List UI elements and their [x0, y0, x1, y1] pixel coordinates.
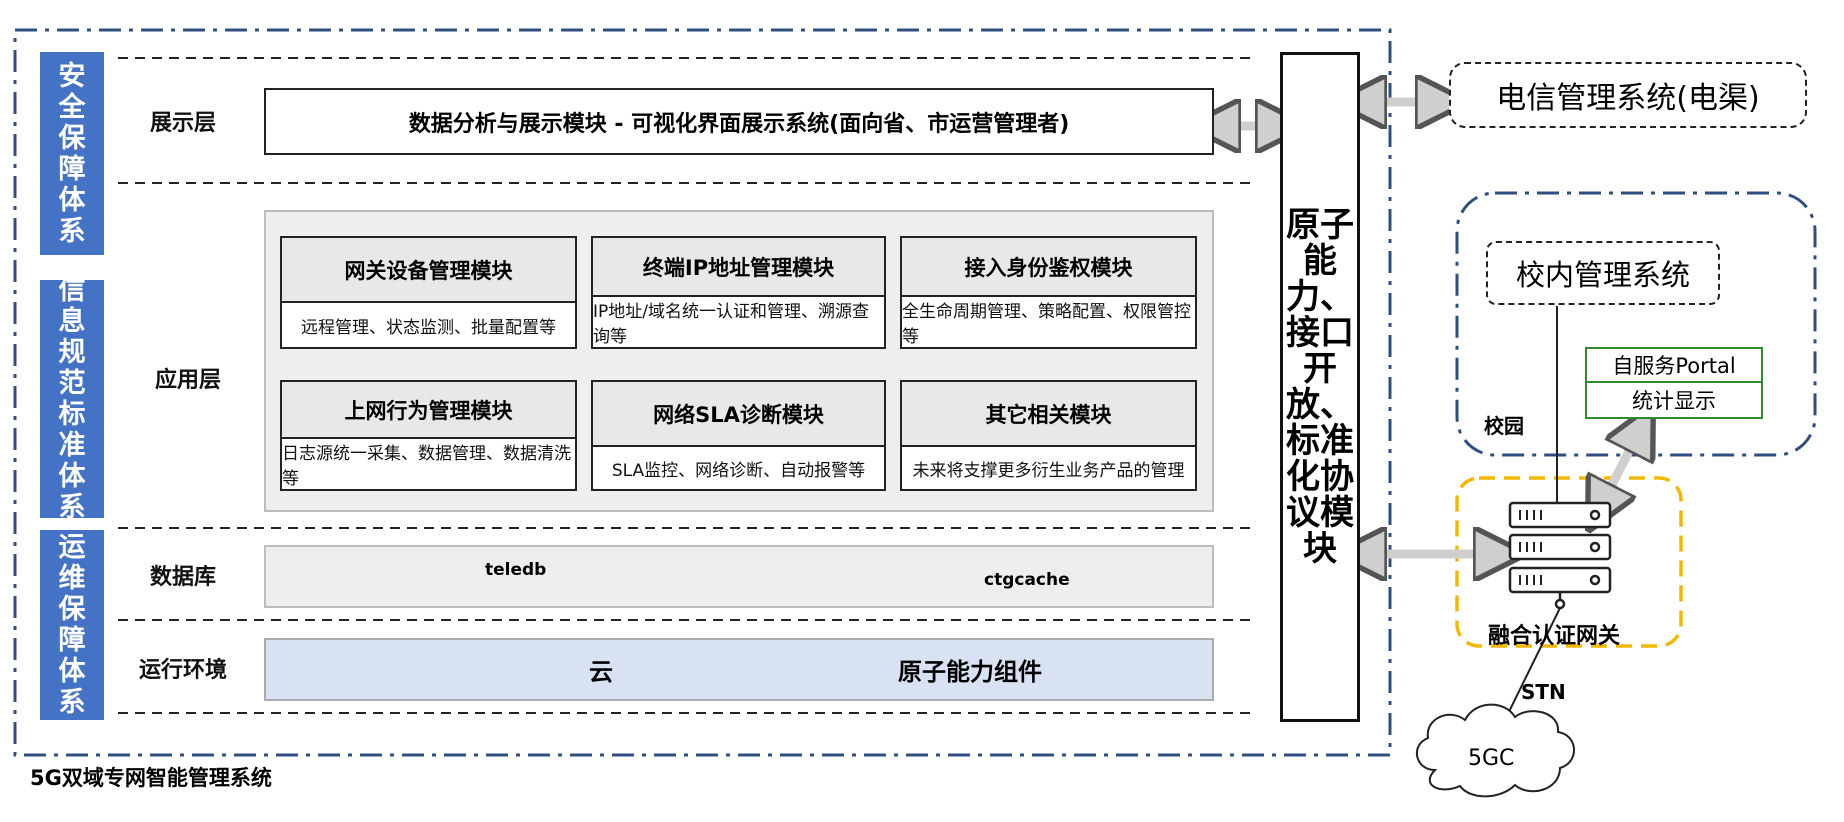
module-title: 网关设备管理模块: [282, 238, 575, 303]
stn-label: STN: [1521, 680, 1566, 704]
module-gateway-device: 网关设备管理模块 远程管理、状态监测、批量配置等: [280, 236, 577, 349]
cloud-label: 云: [589, 658, 613, 686]
module-title: 上网行为管理模块: [282, 382, 575, 439]
module-title: 其它相关模块: [902, 382, 1195, 447]
standards-system-bar: 信息规范标准体系: [40, 275, 104, 523]
module-desc: IP地址/域名统一认证和管理、溯源查询等: [593, 302, 869, 347]
module-other: 其它相关模块 未来将支撑更多衍生业务产品的管理: [900, 380, 1197, 491]
ctgcache-label: ctgcache: [984, 570, 1070, 590]
layer-presentation: 展示层: [149, 111, 216, 136]
server-icon: [1508, 501, 1612, 610]
telecom-system-box: 电信管理系统(电渠): [1449, 62, 1807, 128]
module-access-auth: 接入身份鉴权模块 全生命周期管理、策略配置、权限管控等: [900, 236, 1197, 349]
module-title: 接入身份鉴权模块: [902, 238, 1195, 297]
module-title: 网络SLA诊断模块: [593, 382, 884, 447]
layer-application: 应用层: [154, 368, 221, 393]
module-desc: 未来将支撑更多衍生业务产品的管理: [912, 460, 1185, 481]
core-cloud-shape: [1415, 703, 1575, 798]
ops-system-bar: 运维保障体系: [40, 530, 104, 720]
module-desc: 日志源统一采集、数据管理、数据清洗等: [282, 444, 571, 489]
module-internet-behavior: 上网行为管理模块 日志源统一采集、数据管理、数据清洗等: [280, 380, 577, 491]
system-border: [13, 28, 1392, 757]
teledb-label: teledb: [485, 560, 547, 580]
gateway-border: [1455, 476, 1683, 648]
presentation-module: 数据分析与展示模块 - 可视化界面展示系统(面向省、市运营管理者): [264, 88, 1214, 155]
security-system-bar: 安全保障体系: [40, 52, 104, 255]
layer-database: 数据库: [149, 565, 216, 590]
atomic-component-label: 原子能力组件: [898, 658, 1042, 686]
runtime-box: [264, 638, 1214, 701]
system-title: 5G双域专网智能管理系统: [30, 766, 272, 790]
stats-box: 统计显示: [1585, 383, 1763, 419]
module-title: 终端IP地址管理模块: [593, 238, 884, 297]
gateway-label: 融合认证网关: [1488, 624, 1621, 649]
module-desc: 远程管理、状态监测、批量配置等: [301, 317, 556, 338]
database-box: [264, 545, 1214, 608]
campus-label: 校园: [1484, 414, 1524, 438]
layer-runtime: 运行环境: [138, 658, 227, 683]
portal-box: 自服务Portal: [1585, 347, 1763, 383]
module-sla-diagnosis: 网络SLA诊断模块 SLA监控、网络诊断、自动报警等: [591, 380, 886, 491]
module-desc: 全生命周期管理、策略配置、权限管控等: [902, 302, 1191, 347]
module-terminal-ip: 终端IP地址管理模块 IP地址/域名统一认证和管理、溯源查询等: [591, 236, 886, 349]
arrow-gateway-portal: [1600, 428, 1641, 508]
module-desc: SLA监控、网络诊断、自动报警等: [611, 460, 866, 481]
core-label: 5GC: [1468, 746, 1515, 771]
stn-link: [1499, 607, 1561, 731]
atomic-capability-module: 原子能力、接口开放、标准化协议模块: [1280, 52, 1360, 722]
campus-mgmt-box: 校内管理系统: [1486, 241, 1720, 305]
